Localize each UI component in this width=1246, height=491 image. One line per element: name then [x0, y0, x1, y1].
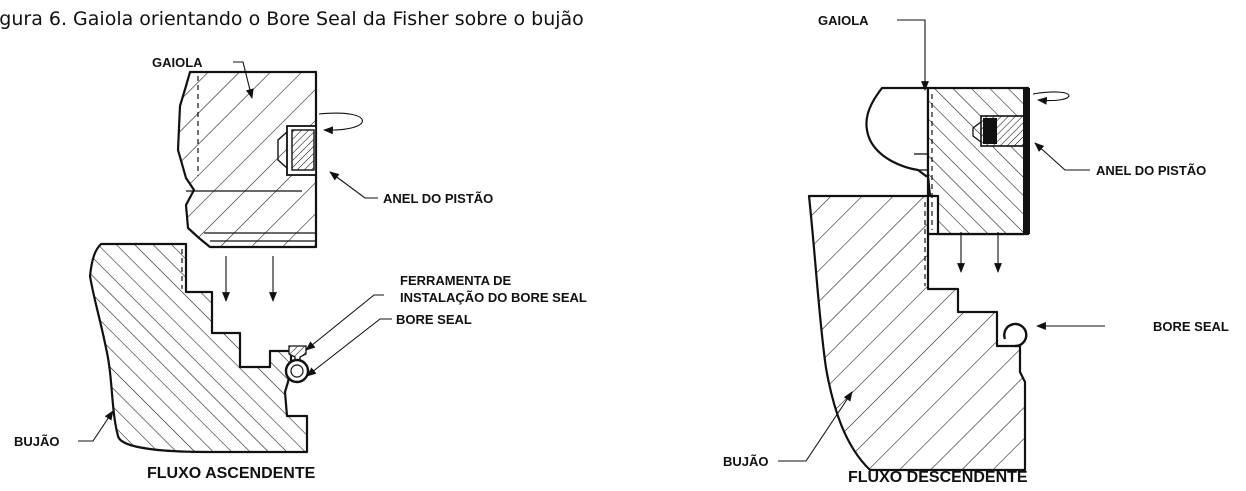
figure-title: igura 6. Gaiola orientando o Bore Seal d…: [0, 8, 584, 30]
left-label-bore-seal: BORE SEAL: [396, 312, 472, 327]
left-boreseal-leader: [306, 318, 392, 377]
right-caption: FLUXO DESCENDENTE: [848, 469, 1028, 486]
left-label-gaiola: GAIOLA: [152, 55, 203, 70]
right-bore-seal: [1003, 322, 1028, 348]
left-label-ferramenta-line1: FERRAMENTA DE: [400, 273, 512, 288]
left-caption: FLUXO ASCENDENTE: [147, 465, 316, 482]
left-ferramenta-leader: [305, 294, 384, 351]
left-view: GAIOLA ANEL DO PISTÃO FERRAMENTA DE INST…: [14, 55, 587, 482]
left-label-anel-do-pistao: ANEL DO PISTÃO: [383, 191, 493, 206]
left-label-ferramenta-line2: INSTALAÇÃO DO BORE SEAL: [400, 290, 587, 305]
right-anel-leader: [1034, 142, 1090, 171]
left-piston-ring: [277, 112, 363, 176]
left-gaiola-leader: [233, 61, 254, 99]
right-bujao-leader: [778, 391, 853, 462]
right-view: GAIOLA ANEL DO PISTÃO BORE SEAL BUJÃO FL…: [723, 13, 1229, 486]
left-label-bujao: BUJÃO: [14, 434, 60, 449]
left-anel-leader: [329, 171, 378, 199]
left-bore-seal-tool: [284, 345, 310, 384]
right-plug: [807, 194, 1027, 472]
right-gaiola-leader: [897, 19, 929, 91]
right-label-gaiola: GAIOLA: [818, 13, 869, 28]
right-piston-ring: [972, 88, 1070, 234]
left-cage: [176, 70, 318, 249]
right-label-anel-do-pistao: ANEL DO PISTÃO: [1096, 163, 1206, 178]
left-bujao-leader: [78, 410, 114, 442]
left-plug: [88, 242, 309, 454]
right-label-bore-seal: BORE SEAL: [1153, 319, 1229, 334]
right-label-bujao: BUJÃO: [723, 454, 769, 469]
